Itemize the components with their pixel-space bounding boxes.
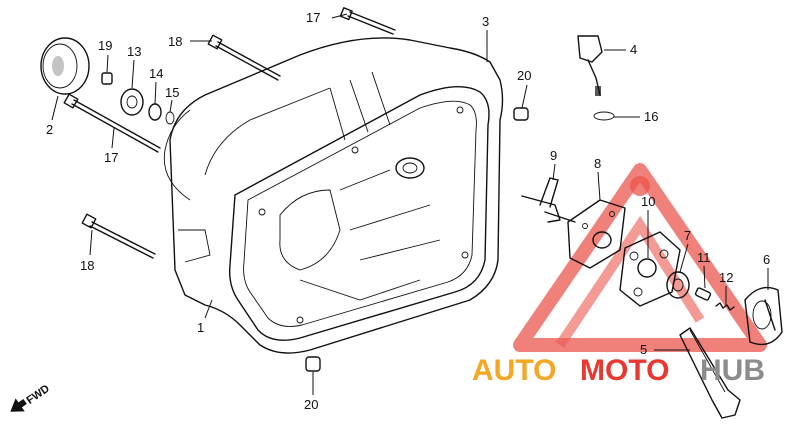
part-seal-7 bbox=[666, 271, 690, 299]
callout-14: 14 bbox=[149, 66, 163, 81]
part-gasket bbox=[228, 85, 490, 341]
part-pin-11 bbox=[694, 287, 712, 301]
fwd-indicator: FWD bbox=[10, 383, 52, 412]
watermark-text: AUTO MOTO HUB bbox=[472, 354, 765, 387]
callout-20-top: 20 bbox=[517, 68, 531, 83]
callout-13: 13 bbox=[127, 44, 141, 59]
callout-labels: 1 2 3 4 5 6 7 8 9 10 11 12 13 14 15 16 1… bbox=[46, 10, 770, 412]
callout-15: 15 bbox=[165, 85, 179, 100]
part-shaft-9 bbox=[521, 177, 576, 223]
part-spring-12 bbox=[715, 302, 735, 311]
callout-1: 1 bbox=[197, 320, 204, 335]
part-crankcase-cover bbox=[163, 37, 504, 354]
fwd-arrow-icon bbox=[10, 398, 27, 412]
part-bolt-18-bottom bbox=[81, 213, 156, 259]
part-bolt-long-top bbox=[339, 7, 396, 35]
part-seal-13 bbox=[120, 88, 144, 116]
part-bolt-18-top bbox=[207, 34, 281, 81]
fwd-label: FWD bbox=[24, 383, 51, 407]
part-rotor-10 bbox=[619, 231, 681, 307]
part-cover-6 bbox=[744, 286, 783, 346]
watermark-auto: AUTO bbox=[472, 354, 556, 387]
callout-16: 16 bbox=[644, 109, 658, 124]
watermark-logo-triangle bbox=[513, 163, 767, 352]
part-dowel-20-bottom bbox=[305, 356, 321, 372]
callout-11: 11 bbox=[697, 250, 711, 265]
callout-6: 6 bbox=[763, 252, 770, 267]
callout-20-bottom: 20 bbox=[304, 397, 318, 412]
part-dowel-20-top bbox=[513, 107, 529, 121]
cover-inner-casting bbox=[279, 157, 441, 301]
part-switch-4 bbox=[577, 35, 603, 96]
callout-7: 7 bbox=[684, 228, 691, 243]
part-oil-cap bbox=[40, 37, 90, 95]
callout-10: 10 bbox=[641, 194, 655, 209]
callout-18-bottom: 18 bbox=[80, 258, 94, 273]
callout-17-top: 17 bbox=[306, 10, 320, 25]
part-washer-14 bbox=[148, 103, 162, 121]
callout-2: 2 bbox=[46, 122, 53, 137]
part-oring-15 bbox=[165, 111, 175, 125]
callout-8: 8 bbox=[594, 156, 601, 171]
callout-12: 12 bbox=[719, 270, 733, 285]
watermark-hub: HUB bbox=[700, 354, 765, 387]
leader-lines bbox=[51, 13, 769, 395]
watermark-moto: MOTO bbox=[580, 354, 669, 387]
callout-17-left: 17 bbox=[104, 150, 118, 165]
part-bolt-long-left bbox=[63, 93, 161, 153]
callout-18-top: 18 bbox=[168, 34, 182, 49]
callout-9: 9 bbox=[550, 148, 557, 163]
callout-19: 19 bbox=[98, 38, 112, 53]
callout-3: 3 bbox=[482, 14, 489, 29]
part-oring-16 bbox=[593, 111, 615, 121]
part-lever-5 bbox=[679, 327, 741, 419]
callout-5: 5 bbox=[640, 342, 647, 357]
part-nut-19 bbox=[101, 72, 113, 85]
callout-4: 4 bbox=[630, 42, 637, 57]
